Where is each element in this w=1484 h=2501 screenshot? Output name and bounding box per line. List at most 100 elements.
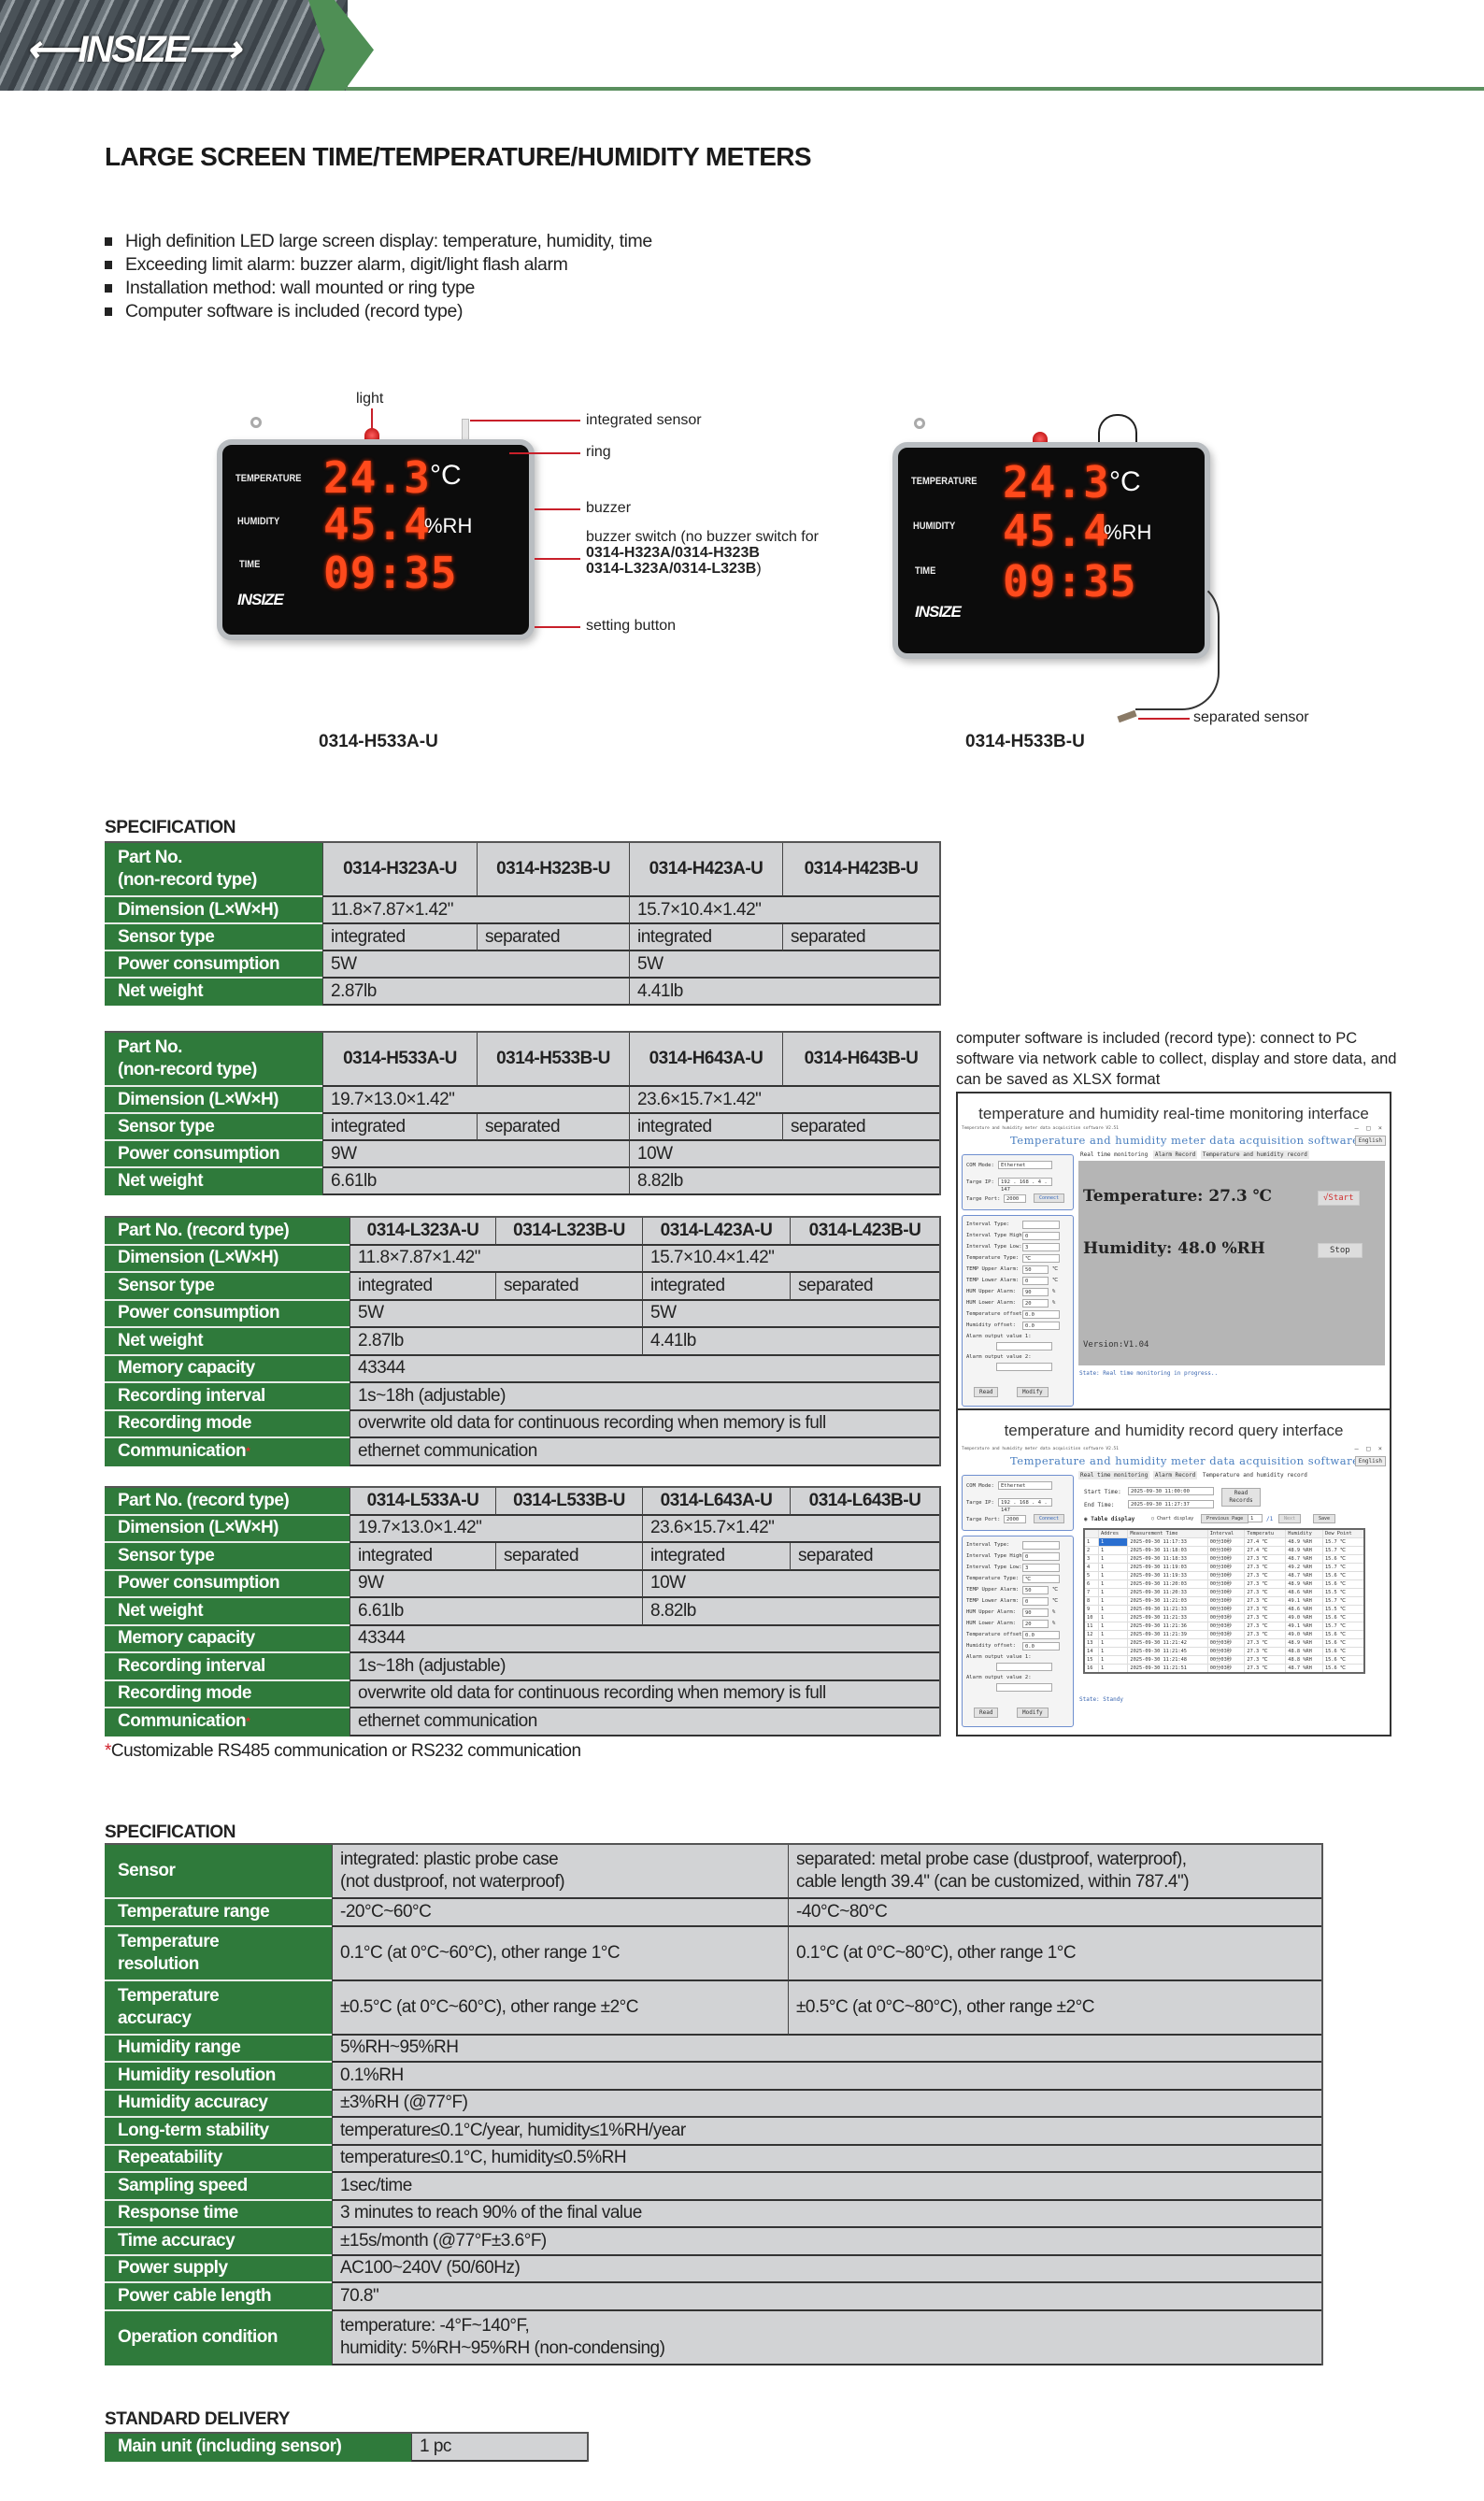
tab-alarm-record[interactable]: Alarm Record bbox=[1152, 1150, 1198, 1159]
row-label: Response time bbox=[105, 2200, 332, 2228]
field-input[interactable]: 0 bbox=[1022, 1552, 1060, 1561]
field-input[interactable]: 192 . 168 . 4 . 147 bbox=[998, 1498, 1052, 1513]
page-input[interactable]: 1 bbox=[1248, 1514, 1263, 1522]
modify-button[interactable]: Modify bbox=[1017, 1708, 1049, 1718]
column-header[interactable]: Temperatu bbox=[1244, 1528, 1287, 1538]
field-input[interactable] bbox=[996, 1342, 1052, 1351]
field-input[interactable] bbox=[996, 1663, 1052, 1671]
field-input[interactable]: 0 bbox=[1022, 1597, 1049, 1606]
field-input[interactable]: 3 bbox=[1022, 1564, 1060, 1572]
field-input[interactable]: 0.0 bbox=[1022, 1310, 1060, 1319]
save-button[interactable]: Save bbox=[1313, 1514, 1336, 1523]
field-input[interactable]: 0.0 bbox=[1022, 1322, 1060, 1330]
field-input[interactable]: 3 bbox=[1022, 1243, 1060, 1251]
row-label-text: Part No. (non-record type) bbox=[118, 848, 257, 890]
field-input[interactable]: 2000 bbox=[1004, 1515, 1026, 1523]
field-input[interactable]: 90 bbox=[1022, 1288, 1049, 1296]
field-input[interactable] bbox=[996, 1683, 1052, 1692]
language-select[interactable]: English bbox=[1354, 1456, 1386, 1466]
read-records-button[interactable]: Read Records bbox=[1221, 1488, 1261, 1507]
start-time-input[interactable]: 2025-09-30 11:00:00 bbox=[1128, 1487, 1214, 1495]
table-cell: 00分30秒 bbox=[1206, 1596, 1246, 1606]
read-button[interactable]: Read bbox=[974, 1387, 999, 1397]
row-label: Temperature accuracy bbox=[105, 1980, 332, 2036]
table-cell: 1 bbox=[1097, 1630, 1129, 1639]
temperature-readout: 24.3 bbox=[1003, 457, 1110, 507]
column-header[interactable]: Dew Point bbox=[1321, 1528, 1365, 1538]
field-input[interactable]: 50 bbox=[1022, 1586, 1049, 1594]
field-input[interactable]: 50 bbox=[1022, 1265, 1049, 1274]
window-controls[interactable]: – □ × bbox=[1354, 1124, 1382, 1132]
callout-separated-sensor: separated sensor bbox=[1193, 709, 1309, 725]
cell-value: separated bbox=[782, 924, 939, 951]
field-input[interactable]: 0 bbox=[1022, 1277, 1049, 1285]
connect-button[interactable]: Connect bbox=[1034, 1193, 1065, 1203]
field-label: TEMP Lower Alarm: bbox=[966, 1278, 1020, 1283]
window-controls[interactable]: – □ × bbox=[1354, 1445, 1382, 1452]
row-label-text: Humidity range bbox=[118, 2037, 241, 2058]
field-input[interactable]: Ethernet bbox=[998, 1481, 1052, 1490]
read-button[interactable]: Read bbox=[974, 1708, 999, 1718]
tab-realtime[interactable]: Real time monitoring bbox=[1078, 1471, 1150, 1479]
field-label: Interval Type High: bbox=[966, 1553, 1025, 1559]
callout-models: 0314-H323A/0314-H323B bbox=[586, 545, 760, 561]
tab-record[interactable]: Temperature and humidity record bbox=[1200, 1150, 1309, 1159]
row-label: Sensor type bbox=[105, 1543, 350, 1571]
column-header[interactable]: Measurement Time bbox=[1127, 1528, 1208, 1538]
feature-list: High definition LED large screen display… bbox=[105, 230, 652, 323]
tab-alarm-record[interactable]: Alarm Record bbox=[1152, 1471, 1198, 1479]
cell-value: integrated bbox=[629, 1114, 782, 1141]
next-button[interactable]: Next bbox=[1278, 1514, 1302, 1523]
language-select[interactable]: English bbox=[1354, 1136, 1386, 1146]
realtime-panel: Temperature: 27.3 ℃ √Start Humidity: 48.… bbox=[1078, 1161, 1385, 1365]
field-input[interactable]: 0.0 bbox=[1022, 1642, 1060, 1651]
table-display-radio[interactable]: ◉ Table display bbox=[1084, 1516, 1135, 1522]
column-header[interactable]: Humidity bbox=[1285, 1528, 1323, 1538]
end-time-input[interactable]: 2025-09-30 11:27:37 bbox=[1128, 1500, 1214, 1508]
field-input[interactable]: 0.0 bbox=[1022, 1631, 1060, 1639]
column-header[interactable] bbox=[1083, 1528, 1099, 1538]
field-label: Interval Type: bbox=[966, 1542, 1010, 1548]
field-input[interactable]: 20 bbox=[1022, 1620, 1049, 1628]
table-cell: 1 bbox=[1097, 1537, 1129, 1547]
column-header[interactable]: Addres bbox=[1097, 1528, 1129, 1538]
start-button[interactable]: √Start bbox=[1318, 1191, 1360, 1206]
column-header[interactable]: Interval bbox=[1206, 1528, 1246, 1538]
field-input[interactable]: 90 bbox=[1022, 1608, 1049, 1617]
table-cell: 48.6 %RH bbox=[1285, 1605, 1323, 1614]
chart-display-radio[interactable]: ○ Chart display bbox=[1151, 1516, 1194, 1522]
connect-button[interactable]: Connect bbox=[1034, 1514, 1065, 1523]
tab-record[interactable]: Temperature and humidity record bbox=[1200, 1471, 1309, 1479]
field-input[interactable] bbox=[1022, 1221, 1060, 1229]
tab-realtime[interactable]: Real time monitoring bbox=[1078, 1150, 1150, 1159]
field-input[interactable]: ℃ bbox=[1022, 1575, 1060, 1583]
field-input[interactable]: Ethernet bbox=[998, 1161, 1052, 1169]
field-input[interactable]: 192 . 168 . 4 . 147 bbox=[998, 1178, 1052, 1193]
field-input[interactable] bbox=[1022, 1541, 1060, 1550]
previous-page-button[interactable]: Previous Page bbox=[1201, 1514, 1249, 1523]
field-input[interactable]: ℃ bbox=[1022, 1254, 1060, 1263]
field-input[interactable]: 20 bbox=[1022, 1299, 1049, 1308]
stop-button[interactable]: Stop bbox=[1318, 1243, 1363, 1258]
modify-button[interactable]: Modify bbox=[1017, 1387, 1049, 1397]
field-input[interactable]: 2000 bbox=[1004, 1194, 1026, 1203]
field-input[interactable] bbox=[996, 1363, 1052, 1371]
field-input[interactable]: 0 bbox=[1022, 1232, 1060, 1240]
